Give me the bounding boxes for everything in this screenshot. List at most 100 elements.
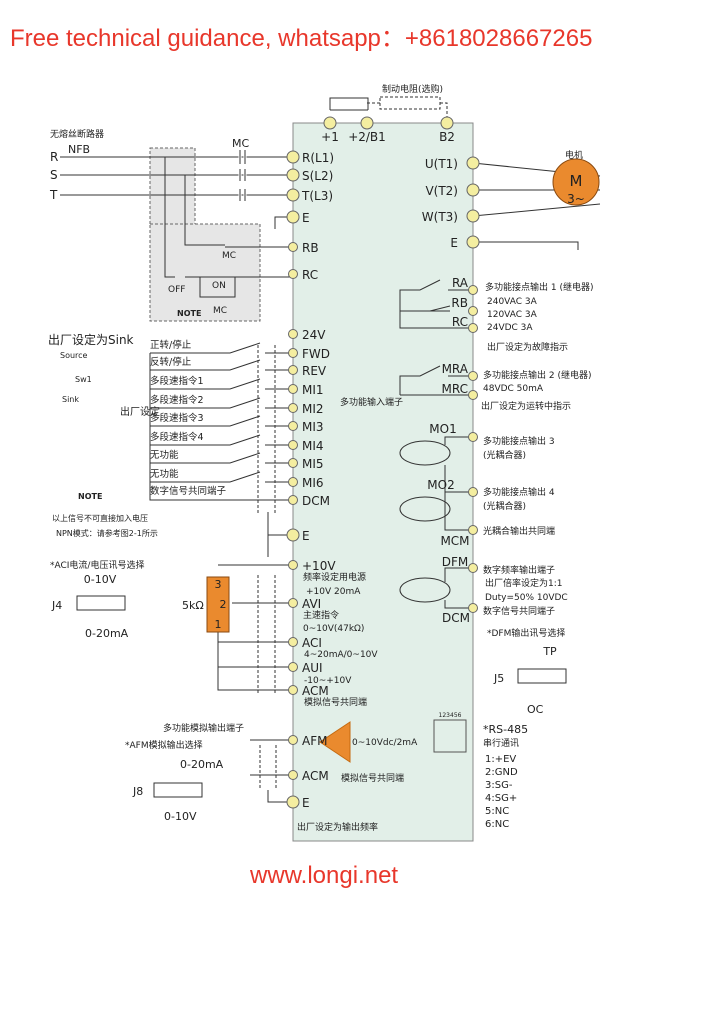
- label: 光耦合输出共同端: [483, 525, 555, 537]
- label: 120VAC 3A: [487, 310, 538, 320]
- terminal-label: AFM: [302, 734, 327, 748]
- label: 出厂设定为输出频率: [297, 821, 378, 833]
- terminal-output[interactable]: [466, 235, 480, 249]
- label: 0-20mA: [85, 627, 129, 640]
- header-banner: Free technical guidance, whatsapp：+86180…: [10, 25, 593, 52]
- terminal-output[interactable]: [468, 390, 478, 400]
- label: 多功能模拟输出端子: [163, 722, 244, 734]
- label: 模拟信号共同端: [304, 696, 367, 708]
- label: 123456: [439, 712, 462, 719]
- label: 3: [215, 578, 222, 591]
- label: J4: [51, 599, 62, 612]
- terminal-mi3[interactable]: [288, 421, 298, 431]
- terminal-top[interactable]: [440, 116, 454, 130]
- terminal-output[interactable]: [468, 487, 478, 497]
- website-link[interactable]: www.longi.net: [250, 862, 399, 889]
- terminal-aui[interactable]: [288, 662, 298, 672]
- terminal-rc[interactable]: [288, 269, 298, 279]
- terminal-rev[interactable]: [288, 365, 298, 375]
- label: 数字频率输出端子: [483, 564, 555, 576]
- terminal-mi2[interactable]: [288, 403, 298, 413]
- label: RC: [452, 315, 468, 329]
- label: (光耦合器): [483, 449, 526, 461]
- terminal-label: E: [450, 236, 458, 250]
- terminal-mi5[interactable]: [288, 458, 298, 468]
- label: 以上信号不可直接加入电压: [52, 513, 148, 523]
- terminal-acm[interactable]: [288, 685, 298, 695]
- label: 模拟信号共同端: [341, 772, 404, 784]
- label: MC: [222, 251, 236, 261]
- terminal-mi6[interactable]: [288, 477, 298, 487]
- terminal-10v[interactable]: [288, 560, 298, 570]
- terminal-label: FWD: [302, 347, 330, 361]
- terminal-24v[interactable]: [288, 329, 298, 339]
- terminal-top[interactable]: [323, 116, 337, 130]
- terminal-rl1[interactable]: [286, 150, 300, 164]
- label: (光耦合器): [483, 500, 526, 512]
- input-function-label: 多段速指令1: [150, 375, 204, 387]
- terminal-label: E: [302, 529, 310, 543]
- terminal-output[interactable]: [468, 306, 478, 316]
- terminal-e[interactable]: [286, 528, 300, 542]
- terminal-label: B2: [439, 130, 455, 144]
- factory-setting-label: 出厂设定: [120, 405, 160, 418]
- terminal-label: E: [302, 211, 310, 225]
- label: 0-10V: [164, 810, 197, 823]
- terminal-output[interactable]: [468, 285, 478, 295]
- terminal-e[interactable]: [286, 210, 300, 224]
- label: 0-20mA: [180, 758, 224, 771]
- terminal-output[interactable]: [468, 525, 478, 535]
- terminal-output[interactable]: [468, 563, 478, 573]
- terminal-output[interactable]: [466, 183, 480, 197]
- terminal-label: ACM: [302, 684, 329, 698]
- terminal-output[interactable]: [466, 156, 480, 170]
- terminal-label: U(T1): [425, 157, 458, 171]
- label: *DFM输出讯号选择: [487, 627, 565, 639]
- label: MRC: [442, 382, 468, 396]
- label: DCM: [442, 611, 470, 625]
- label: 4~20mA/0~10V: [304, 650, 378, 660]
- label: 制动电阻(选购): [382, 83, 443, 95]
- terminal-sl2[interactable]: [286, 168, 300, 182]
- terminal-dcm[interactable]: [288, 495, 298, 505]
- terminal-afm[interactable]: [288, 735, 298, 745]
- label: 多功能接点输出 3: [483, 435, 555, 447]
- label: OC: [527, 703, 544, 716]
- j5-jumper: [517, 668, 567, 684]
- terminal-mi1[interactable]: [288, 384, 298, 394]
- label: 48VDC 50mA: [483, 384, 544, 394]
- afm-amplifier-icon: [319, 721, 351, 763]
- terminal-rb[interactable]: [288, 242, 298, 252]
- brake-dc-reactor: [329, 97, 369, 111]
- rs485-pin-label: 3:SG-: [485, 780, 513, 791]
- terminal-aci[interactable]: [288, 637, 298, 647]
- terminal-mi4[interactable]: [288, 440, 298, 450]
- label: *AFM模拟输出选择: [125, 739, 203, 751]
- input-function-label: 反转/停止: [150, 356, 192, 368]
- input-function-label: 无功能: [150, 449, 179, 461]
- terminal-fwd[interactable]: [288, 348, 298, 358]
- multi-input-label: 多功能输入端子: [340, 396, 403, 408]
- terminal-output[interactable]: [468, 603, 478, 613]
- terminal-label: ACM: [302, 769, 329, 783]
- terminal-top[interactable]: [360, 116, 374, 130]
- label: NOTE: [78, 492, 102, 501]
- terminal-label: W(T3): [422, 210, 458, 224]
- terminal-output[interactable]: [468, 323, 478, 333]
- terminal-output[interactable]: [468, 371, 478, 381]
- terminal-output[interactable]: [466, 209, 480, 223]
- terminal-output[interactable]: [468, 432, 478, 442]
- label: 电机: [565, 149, 583, 161]
- terminal-label: ACI: [302, 636, 322, 650]
- label: Duty=50% 10VDC: [485, 593, 568, 603]
- j4-jumper: [76, 595, 126, 611]
- label: MC: [232, 137, 249, 150]
- drive-panel: [292, 122, 474, 842]
- label: 多功能接点输出 4: [483, 486, 555, 498]
- label: 出厂设定为Sink: [48, 332, 134, 347]
- terminal-acm[interactable]: [288, 770, 298, 780]
- terminal-e[interactable]: [286, 795, 300, 809]
- terminal-avi[interactable]: [288, 598, 298, 608]
- terminal-tl3[interactable]: [286, 188, 300, 202]
- label: RB: [451, 296, 468, 310]
